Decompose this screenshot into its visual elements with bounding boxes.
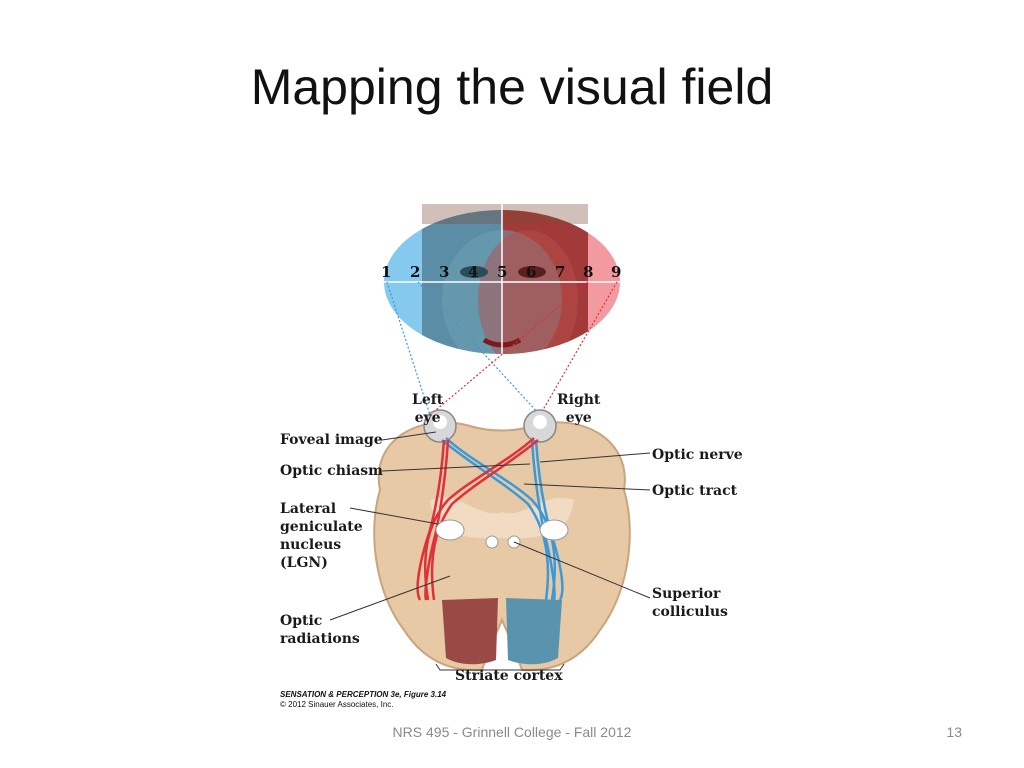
visual-pathway-illustration xyxy=(329,204,651,672)
field-number-6: 6 xyxy=(526,263,537,281)
projection-lines xyxy=(386,281,618,416)
slide-title: Mapping the visual field xyxy=(250,59,774,115)
right-eye xyxy=(523,409,557,443)
label-optic-nerve: Optic nerve xyxy=(652,447,743,463)
label-foveal-image: Foveal image xyxy=(280,432,383,448)
label-optic-tract: Optic tract xyxy=(652,483,738,499)
field-number-8: 8 xyxy=(583,263,594,281)
field-number-5: 5 xyxy=(497,263,508,281)
page-number: 13 xyxy=(946,724,962,740)
field-number-4: 4 xyxy=(468,263,479,281)
label-optic-radiations: Optic radiations xyxy=(280,613,360,647)
label-superior-colliculus: Superior colliculus xyxy=(652,586,728,620)
slide-footer: NRS 495 - Grinnell College - Fall 2012 xyxy=(392,724,632,740)
field-number-7: 7 xyxy=(555,263,566,281)
face-image xyxy=(384,204,620,358)
credit-line-2: © 2012 Sinauer Associates, Inc. xyxy=(280,700,394,709)
field-number-2: 2 xyxy=(410,263,421,281)
field-number-1: 1 xyxy=(381,263,392,281)
label-right-eye: Right eye xyxy=(557,392,601,426)
figure-credit: SENSATION & PERCEPTION 3e, Figure 3.14 ©… xyxy=(280,690,446,710)
left-eye xyxy=(423,409,457,443)
field-number-3: 3 xyxy=(439,263,450,281)
credit-line-1: SENSATION & PERCEPTION 3e, Figure 3.14 xyxy=(280,690,447,699)
leader-lines xyxy=(329,431,651,671)
label-striate-cortex: Striate cortex xyxy=(455,668,563,684)
label-optic-chiasm: Optic chiasm xyxy=(280,463,383,479)
visual-pathway-figure: 1 2 3 4 5 6 7 8 9 Left eye Right eye Fov… xyxy=(270,200,750,712)
lgn-nuclei xyxy=(435,519,569,541)
label-left-eye: Left eye xyxy=(412,392,444,426)
brain-section xyxy=(373,421,631,672)
label-lgn: Lateral geniculate nucleus (LGN) xyxy=(280,501,363,571)
field-number-9: 9 xyxy=(611,263,622,281)
